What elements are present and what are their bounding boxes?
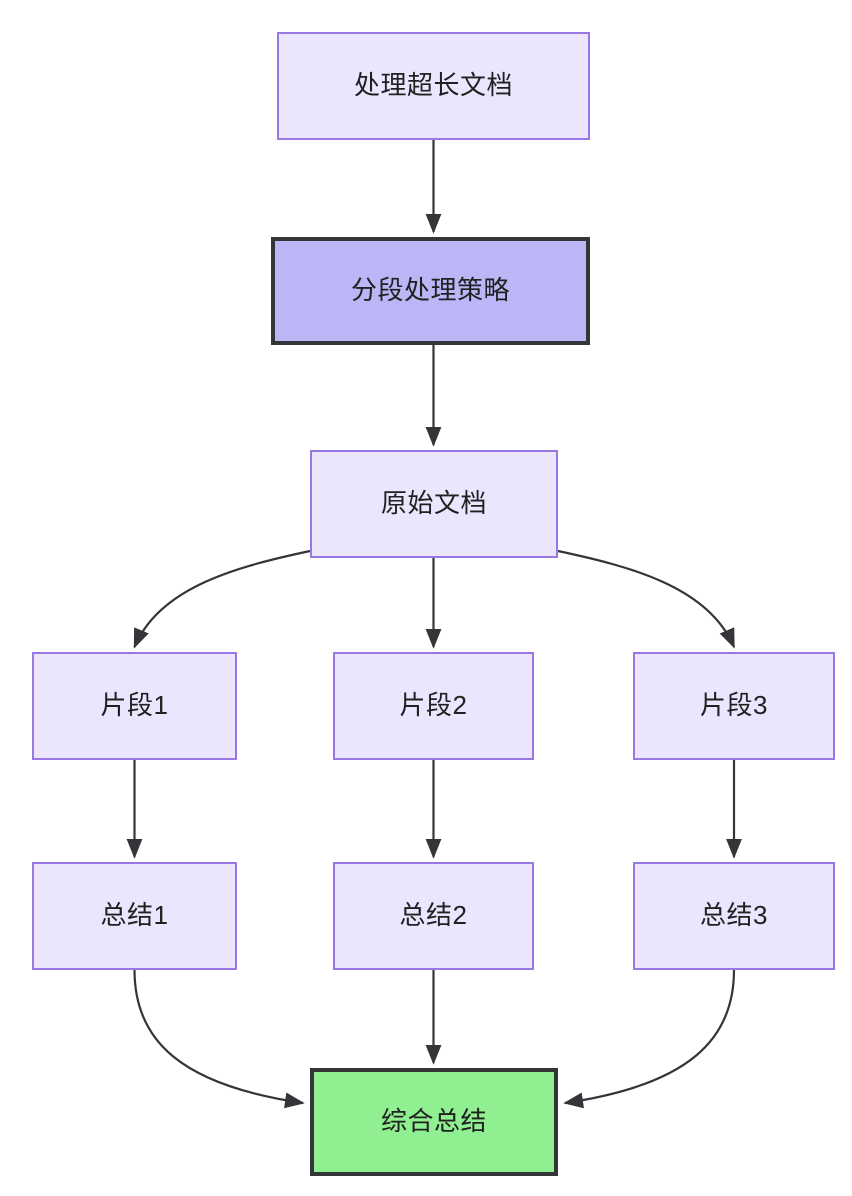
node-fragment-2[interactable]: 片段2 (333, 652, 534, 760)
node-label: 片段2 (399, 690, 468, 721)
edge-sum1-to-final (133, 969, 305, 1109)
edge-source-to-frag1 (133, 549, 311, 649)
node-label: 分段处理策略 (350, 275, 510, 306)
node-label: 综合总结 (380, 1106, 487, 1137)
node-fragment-3[interactable]: 片段3 (633, 652, 835, 760)
node-label: 总结1 (100, 900, 169, 931)
edge-source-to-frag3 (557, 549, 736, 649)
node-summary-3[interactable]: 总结3 (633, 862, 835, 970)
node-label: 总结2 (399, 900, 468, 931)
node-label: 处理超长文档 (353, 70, 513, 101)
node-summary-2[interactable]: 总结2 (333, 862, 534, 970)
node-combined-summary[interactable]: 综合总结 (310, 1068, 558, 1176)
node-process-long-document[interactable]: 处理超长文档 (277, 32, 590, 140)
node-summary-1[interactable]: 总结1 (32, 862, 237, 970)
node-label: 原始文档 (380, 488, 487, 519)
node-label: 片段3 (700, 690, 768, 721)
node-source-document[interactable]: 原始文档 (310, 450, 558, 558)
node-label: 总结3 (700, 900, 768, 931)
node-fragment-1[interactable]: 片段1 (32, 652, 237, 760)
edge-sum3-to-final (563, 969, 736, 1109)
node-chunking-strategy[interactable]: 分段处理策略 (271, 237, 590, 345)
node-label: 片段1 (100, 690, 169, 721)
